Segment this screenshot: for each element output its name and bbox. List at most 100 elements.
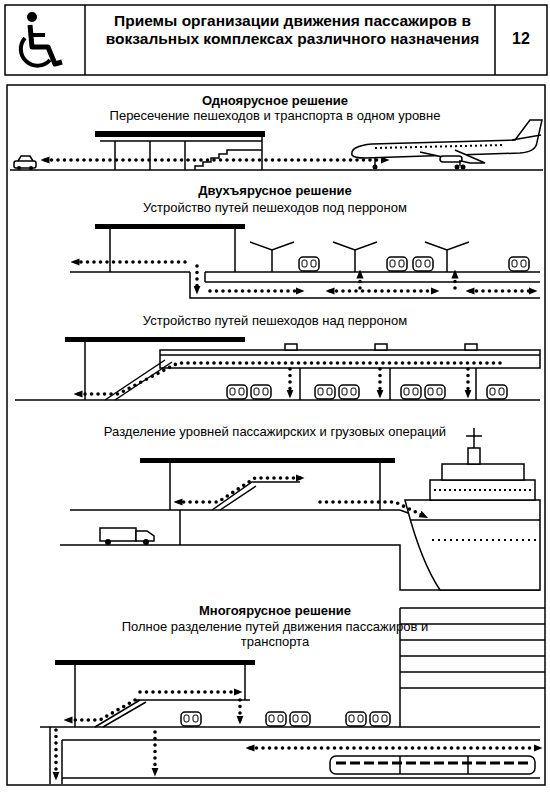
passenger-flow [140, 690, 238, 694]
section-heading: Одноярусное решение [15, 93, 535, 108]
icon-wheel [21, 38, 50, 66]
passenger-flow [288, 369, 292, 394]
landing-gear [459, 160, 461, 166]
passenger-flow [68, 700, 135, 720]
passenger-flow [178, 478, 300, 502]
passenger-flow [75, 260, 185, 264]
underpass-ceiling [205, 281, 540, 283]
passenger-flow [195, 266, 199, 290]
overpass-cap [285, 344, 297, 350]
plane-engine [440, 156, 462, 162]
header-divider [84, 5, 86, 75]
wagon [487, 385, 507, 399]
overpass-support [475, 368, 477, 400]
passenger-flow [470, 289, 533, 293]
building-floor [400, 687, 545, 689]
passenger-flow [250, 746, 538, 750]
car-wheel [17, 166, 21, 170]
wagon [181, 712, 201, 726]
wagon [266, 712, 286, 726]
wagon [339, 385, 359, 399]
terminal-column [74, 665, 76, 727]
landing-wheel [461, 165, 466, 170]
overpass-cap [465, 344, 477, 350]
stair [105, 360, 172, 400]
platform-line [205, 271, 540, 273]
icon-head [27, 12, 37, 22]
header-frame [5, 5, 547, 75]
station-column [109, 229, 111, 272]
wagon [370, 712, 390, 726]
ship-portholes [432, 539, 536, 541]
section-subtitle: Устройство путей пешеходов над перроном [15, 313, 535, 328]
terminal-canopy [55, 660, 255, 665]
car-joint [467, 756, 469, 774]
ship-mast [466, 428, 482, 448]
passenger-flow [238, 700, 242, 720]
upper-floor [70, 509, 400, 511]
passenger-flow [358, 274, 362, 288]
wagon [299, 257, 319, 271]
passenger-flow [210, 289, 300, 293]
landing-wheel [455, 165, 460, 170]
overpass-line [160, 354, 540, 356]
section-heading: Двухъярусное решение [15, 183, 535, 198]
overpass-cap [375, 344, 387, 350]
ship-windows [434, 489, 532, 491]
station-canopy [65, 337, 245, 342]
wagon [401, 385, 421, 399]
wagon [290, 712, 310, 726]
wagon [315, 385, 335, 399]
landing-wheel [373, 165, 378, 170]
ship-deck [411, 519, 540, 521]
building-floor [400, 671, 545, 673]
truck-body [100, 528, 136, 541]
stair [95, 700, 146, 727]
terminal-column [114, 141, 116, 170]
wagon [413, 257, 433, 271]
wheelchair-icon [21, 12, 62, 66]
passenger-flow [45, 158, 385, 162]
truck-wheel [105, 539, 111, 545]
ship-funnel [468, 448, 480, 464]
section-subtitle: Пересечение пешеходов и транспорта в одн… [15, 108, 535, 123]
platform-line [40, 726, 540, 728]
building-floor [400, 639, 545, 641]
underground-ceiling [62, 739, 540, 741]
wagon [387, 257, 407, 271]
terminal-roof [95, 131, 265, 137]
car [14, 156, 36, 170]
building-floor [400, 655, 545, 657]
terminal-column [169, 463, 171, 510]
overpass [160, 350, 540, 368]
train-body [330, 756, 535, 774]
plane-stabilizer [512, 135, 541, 140]
underpass-wall [204, 272, 206, 282]
passenger-flow [453, 274, 457, 288]
wagon [227, 385, 247, 399]
overpass-support [389, 368, 391, 400]
page-title: Приемы организации движения пассажиров в… [95, 12, 490, 48]
passenger-flow [466, 369, 470, 394]
terminal-column [149, 141, 151, 170]
icon-arm [31, 33, 45, 37]
car-roof [18, 156, 33, 161]
wagon [346, 712, 366, 726]
plane-windows [375, 145, 505, 148]
shaft-wall [61, 740, 63, 784]
train-windows [336, 762, 530, 765]
terminal-column [244, 665, 246, 700]
underground-floor [62, 777, 540, 779]
passenger-flow [320, 502, 424, 516]
ground-line [70, 271, 190, 273]
terminal-wall [261, 137, 263, 170]
shaft-wall [49, 727, 51, 784]
building-floor [400, 607, 545, 609]
escalator [212, 482, 300, 510]
ship-bridge [442, 464, 524, 480]
ship-superstructure [430, 480, 535, 500]
passenger-flow [378, 369, 382, 394]
truck-wheel [143, 539, 149, 545]
section-heading: Многоярусное решение [15, 603, 535, 618]
platform-canopy [250, 242, 294, 272]
